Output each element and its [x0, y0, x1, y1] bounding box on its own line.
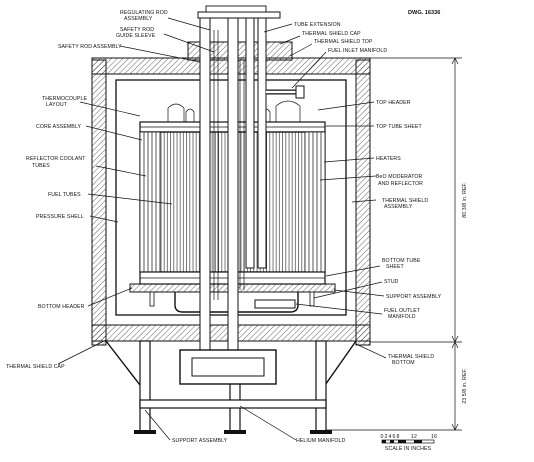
- label-helium-manifold: HELIUM MANIFOLD: [296, 438, 345, 444]
- label-thermal-shield-cap-top: THERMAL SHIELD CAP: [302, 31, 361, 37]
- dimension-upper: 80 3/8 in. REF.: [462, 182, 468, 218]
- scale-caption: SCALE IN INCHES: [385, 446, 432, 452]
- scale-tick-label: 2: [385, 434, 388, 440]
- label-pressure-shell: PRESSURE SHELL: [36, 214, 84, 220]
- label-thermal-shield-assembly-1: THERMAL SHIELD: [382, 198, 428, 204]
- label-regulating-rod-1: REGULATING ROD: [120, 10, 168, 16]
- label-support-assembly-bottom: SUPPORT ASSEMBLY: [172, 438, 228, 444]
- label-thermal-shield-assembly-2: ASSEMBLY: [384, 204, 413, 210]
- label-fuel-inlet-manifold: FUEL INLET MANIFOLD: [328, 48, 387, 54]
- scale-tick-label: 16: [431, 434, 437, 440]
- label-bottom-tube-sheet-2: SHEET: [386, 264, 405, 270]
- label-thermocouple-1: THERMOCOUPLE: [42, 96, 87, 102]
- label-reflector-coolant-1: REFLECTOR COOLANT: [26, 156, 86, 162]
- label-fuel-outlet-2: MANIFOLD: [388, 314, 416, 320]
- scale-tick-label: 0: [381, 434, 384, 440]
- label-thermal-shield-bottom-1: THERMAL SHIELD: [388, 354, 434, 360]
- callout-labels: DWG. 16336 REGULATING ROD ASSEMBLY SAFET…: [6, 10, 442, 444]
- label-top-tube-sheet: TOP TUBE SHEET: [376, 124, 423, 130]
- support-legs: [105, 340, 357, 434]
- label-support-assembly-right: SUPPORT ASSEMBLY: [386, 294, 442, 300]
- scale-tick-label: 6: [393, 434, 396, 440]
- label-reflector-coolant-2: TUBES: [32, 163, 50, 169]
- label-bottom-tube-sheet-1: BOTTOM TUBE: [382, 258, 421, 264]
- label-beo-moderator-2: AND REFLECTOR: [378, 181, 423, 187]
- label-thermocouple-2: LAYOUT: [46, 102, 68, 108]
- scale-tick-label: 12: [411, 434, 417, 440]
- label-fuel-tubes: FUEL TUBES: [48, 192, 81, 198]
- control-rod-assemblies: [197, 5, 305, 369]
- label-thermal-shield-cap-left: THERMAL SHIELD CAP: [6, 364, 65, 370]
- scale-tick-label: 4: [389, 434, 392, 440]
- label-top-header: TOP HEADER: [376, 100, 411, 106]
- label-regulating-rod-2: ASSEMBLY: [124, 16, 153, 22]
- label-bottom-header: BOTTOM HEADER: [38, 304, 85, 310]
- scale-tick-label: 8: [397, 434, 400, 440]
- leader-lines: [57, 17, 387, 441]
- label-safety-rod-assembly: SAFETY ROD ASSEMBLY: [58, 44, 122, 50]
- drawing-number: DWG. 16336: [408, 10, 440, 16]
- label-safety-rod-guide-1: SAFETY ROD: [120, 27, 154, 33]
- label-tube-extension: TUBE EXTENSION: [294, 22, 341, 28]
- label-heaters: HEATERS: [376, 156, 401, 162]
- label-safety-rod-guide-2: GUIDE SLEEVE: [116, 33, 156, 39]
- label-fuel-outlet-1: FUEL OUTLET: [384, 308, 421, 314]
- label-thermal-shield-top: THERMAL SHIELD TOP: [314, 39, 373, 45]
- dimension-lines: 80 3/8 in. REF. 23 5/8 in. REF.: [326, 57, 468, 431]
- label-stud: STUD: [384, 279, 399, 285]
- label-beo-moderator-1: BeO MODERATOR: [376, 174, 423, 180]
- dimension-lower: 23 5/8 in. REF.: [462, 368, 468, 404]
- label-thermal-shield-bottom-2: BOTTOM: [392, 360, 415, 366]
- label-core-assembly: CORE ASSEMBLY: [36, 124, 81, 130]
